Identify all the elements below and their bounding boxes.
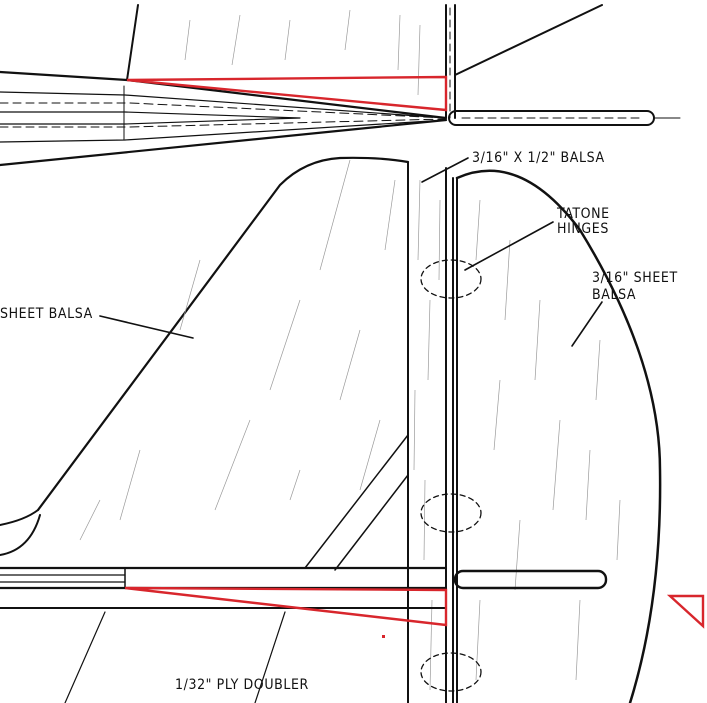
fin-label: SHEET BALSA xyxy=(0,306,93,322)
hinge-post xyxy=(413,177,458,703)
leaders xyxy=(99,157,603,347)
hinge-3 xyxy=(420,652,482,692)
rudder-label-line2: BALSA xyxy=(592,287,636,303)
fin xyxy=(0,156,447,703)
doubler-label: 1/32" PLY DOUBLER xyxy=(175,677,309,693)
rudder-leader xyxy=(571,301,603,347)
hinges xyxy=(420,259,482,692)
spar-label: 3/16" X 1/2" BALSA xyxy=(472,150,605,166)
lower-stabilizer xyxy=(0,566,608,703)
hinges-label-line1: TATONE xyxy=(556,206,610,222)
rudder xyxy=(455,169,662,703)
hinge-2 xyxy=(420,493,482,533)
upper-red-wedge xyxy=(126,75,448,112)
corner-marker xyxy=(666,594,705,629)
lower-red-wedge xyxy=(124,586,448,627)
hinges-label-line2: HINGES xyxy=(557,221,609,237)
spar-leader xyxy=(421,157,469,183)
fin-leader xyxy=(99,315,194,339)
hinge-leader xyxy=(464,221,554,271)
upper-stabilizer xyxy=(0,4,681,167)
rudder-label-line1: 3/16" SHEET xyxy=(592,270,678,286)
hinge-1 xyxy=(420,259,482,299)
